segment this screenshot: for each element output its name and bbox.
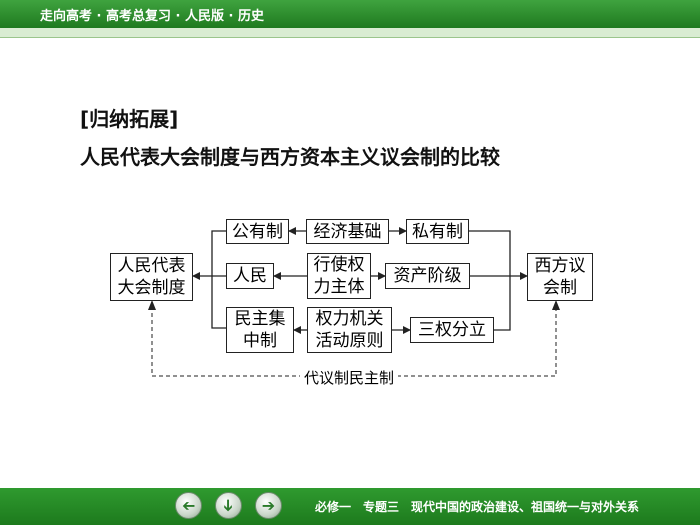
header-title: 走向高考 · 高考总复习 · 人民版 · 历史 [40, 9, 264, 24]
row2-middle-box: 行使权 力主体 [307, 253, 371, 299]
header-stripe [0, 28, 700, 38]
next-button[interactable]: ➔ [255, 492, 282, 519]
people-congress-node: 人民代表 大会制度 [110, 253, 193, 301]
footer-text: 必修一 专题三 现代中国的政治建设、祖国统一与对外关系 [315, 500, 640, 514]
down-button[interactable]: ➔ [215, 492, 242, 519]
row1-left-box: 公有制 [226, 219, 289, 244]
footer-bar [0, 488, 700, 525]
prev-button[interactable]: ➔ [175, 492, 202, 519]
row3-left-box: 民主集 中制 [226, 307, 294, 353]
section-heading: [归纳拓展] [80, 107, 179, 131]
row3-middle-box: 权力机关 活动原则 [307, 307, 392, 353]
header-bar: 走向高考 · 高考总复习 · 人民版 · 历史 [0, 0, 700, 28]
dashed-link-label: 代议制民主制 [300, 367, 399, 388]
left-arrow-icon: ➔ [181, 496, 196, 515]
row2-right-box: 资产阶级 [385, 263, 470, 289]
row1-right-box: 私有制 [406, 219, 469, 244]
right-arrow-icon: ➔ [261, 496, 276, 515]
row1-middle-box: 经济基础 [306, 219, 389, 244]
row2-left-box: 人民 [226, 263, 274, 289]
row3-right-box: 三权分立 [410, 317, 494, 343]
western-parliament-node: 西方议 会制 [527, 253, 593, 301]
down-arrow-icon: ➔ [219, 498, 238, 513]
section-subheading: 人民代表大会制度与西方资本主义议会制的比较 [80, 145, 500, 169]
